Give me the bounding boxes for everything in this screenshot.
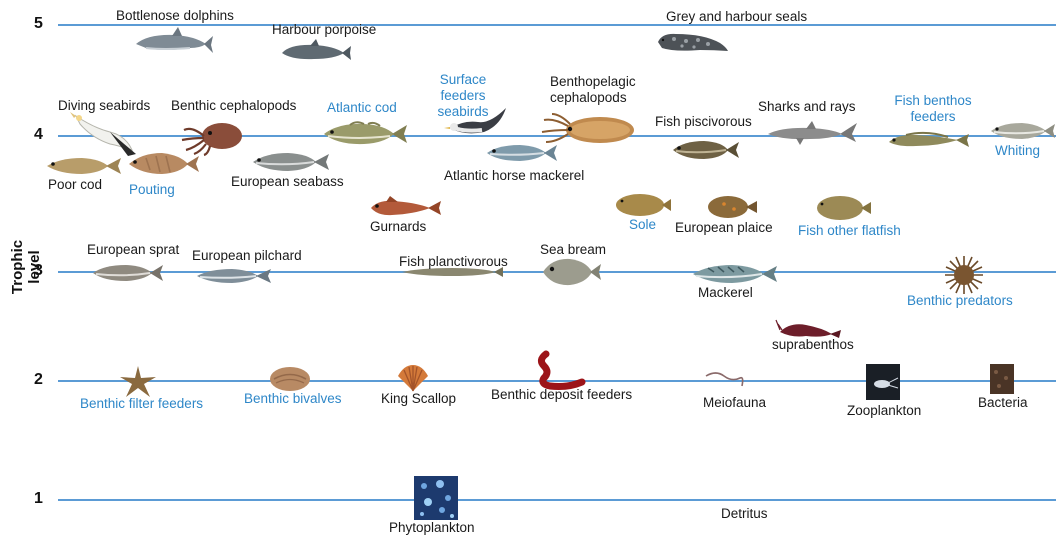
label-benthic-deposit-feeders: Benthic deposit feeders: [491, 387, 632, 403]
label-fish-piscivorous: Fish piscivorous: [655, 114, 752, 130]
level-3-tick: 3: [34, 262, 43, 280]
starfish-icon: [118, 364, 158, 398]
label-european-plaice: European plaice: [675, 220, 773, 236]
worm-icon: [536, 350, 586, 390]
seabass-icon: [250, 150, 330, 174]
pilchard-icon: [194, 266, 272, 286]
label-diving-seabirds: Diving seabirds: [58, 98, 150, 114]
label-surface-feeders-seabirds: Surface feeders seabirds: [425, 72, 501, 120]
clam-icon: [268, 366, 312, 392]
horse-mackerel-icon: [484, 142, 558, 164]
label-bottlenose-dolphins: Bottlenose dolphins: [116, 8, 234, 24]
label-fish-other-flatfish: Fish other flatfish: [798, 223, 901, 239]
label-zooplankton: Zooplankton: [847, 403, 921, 419]
label-european-sprat: European sprat: [87, 242, 179, 258]
piscivorous-fish-icon: [670, 138, 740, 162]
phytoplankton-icon: [414, 476, 458, 520]
mackerel-icon: [690, 262, 778, 286]
benthos-fish-icon: [886, 126, 970, 152]
scallop-icon: [396, 364, 430, 392]
pouting-icon: [126, 150, 200, 178]
porpoise-icon: [280, 38, 352, 66]
nematode-icon: [704, 368, 744, 392]
label-european-seabass: European seabass: [231, 174, 344, 190]
level-1-tick: 1: [34, 490, 43, 508]
label-detritus: Detritus: [721, 506, 768, 522]
label-whiting: Whiting: [995, 143, 1040, 159]
level-2-tick: 2: [34, 371, 43, 389]
label-benthic-bivalves: Benthic bivalves: [244, 391, 342, 407]
label-harbour-porpoise: Harbour porpoise: [272, 22, 376, 38]
gurnard-icon: [368, 196, 442, 220]
urchin-icon: [944, 255, 984, 295]
label-atlantic-horse-mackerel: Atlantic horse mackerel: [444, 168, 584, 184]
label-poor-cod: Poor cod: [48, 177, 102, 193]
label-atlantic-cod: Atlantic cod: [327, 100, 397, 116]
flatfish-icon: [814, 194, 872, 222]
zooplankton-icon: [866, 364, 900, 400]
cod-icon: [320, 120, 408, 148]
label-fish-planctivorous: Fish planctivorous: [399, 254, 508, 270]
poor-cod-icon: [44, 155, 122, 177]
level-5-tick: 5: [34, 15, 43, 33]
sole-icon: [614, 192, 672, 218]
label-fish-benthos-feeders: Fish benthos feeders: [888, 93, 978, 125]
label-pouting: Pouting: [129, 182, 175, 198]
label-king-scallop: King Scallop: [381, 391, 456, 407]
label-grey-harbour-seals: Grey and harbour seals: [666, 9, 807, 25]
label-sharks-and-rays: Sharks and rays: [758, 99, 856, 115]
label-bacteria: Bacteria: [978, 395, 1028, 411]
label-sole: Sole: [629, 217, 656, 233]
label-benthopelagic-cephalopods: Benthopelagic cephalopods: [550, 74, 646, 106]
plaice-icon: [706, 194, 758, 220]
dolphin-icon: [134, 26, 214, 58]
label-sea-bream: Sea bream: [540, 242, 606, 258]
label-meiofauna: Meiofauna: [703, 395, 766, 411]
label-benthic-cephalopods: Benthic cephalopods: [171, 98, 296, 114]
label-gurnards: Gurnards: [370, 219, 426, 235]
bacteria-icon: [990, 364, 1014, 394]
level-4-tick: 4: [34, 126, 43, 144]
label-european-pilchard: European pilchard: [192, 248, 302, 264]
label-benthic-predators: Benthic predators: [907, 293, 1013, 309]
whiting-icon: [988, 120, 1056, 142]
label-benthic-filter-feeders: Benthic filter feeders: [80, 396, 203, 412]
sprat-icon: [90, 262, 164, 284]
label-suprabenthos: suprabenthos: [772, 337, 854, 353]
label-mackerel: Mackerel: [698, 285, 753, 301]
seal-icon: [654, 28, 730, 56]
shark-icon: [766, 120, 858, 146]
label-phytoplankton: Phytoplankton: [389, 520, 475, 536]
level-1-line: [58, 499, 1056, 501]
seabream-icon: [540, 256, 602, 288]
